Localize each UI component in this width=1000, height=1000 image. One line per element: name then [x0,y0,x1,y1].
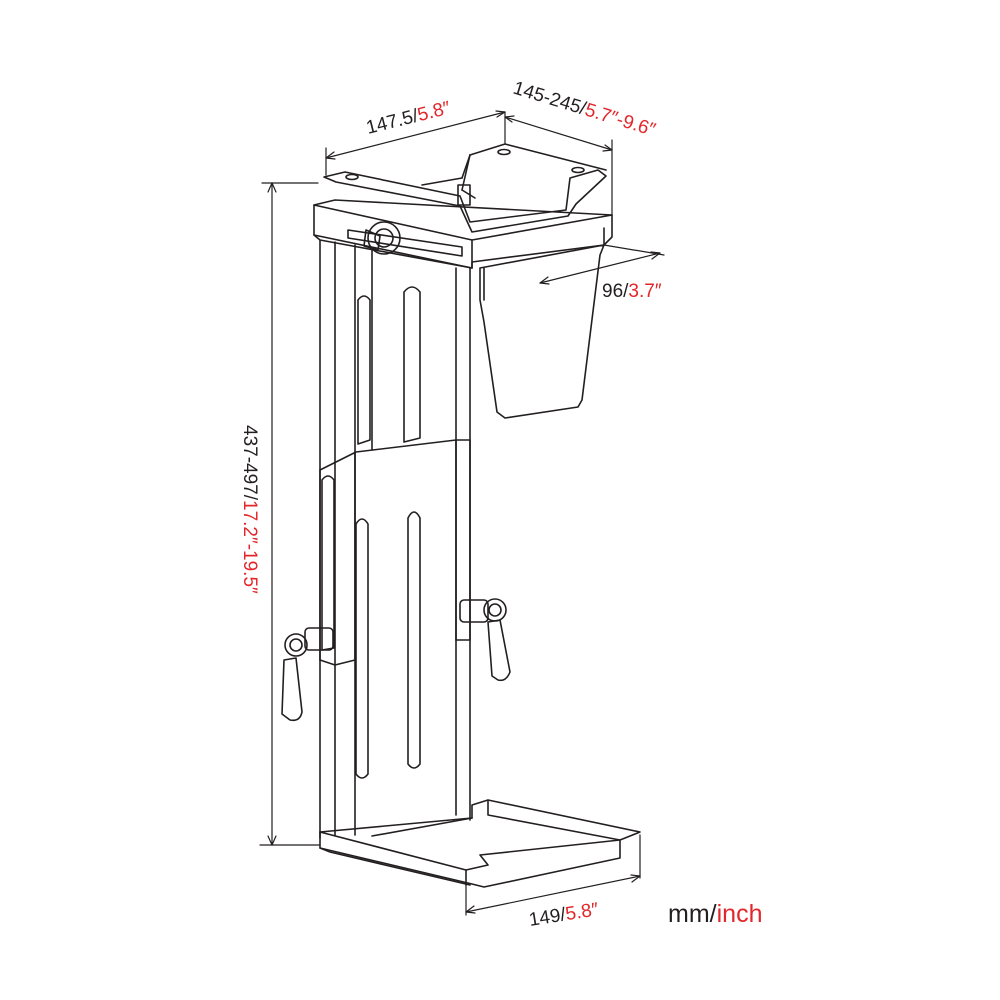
label-bottom-width-metric: 149/ [527,904,568,931]
label-side-depth-imperial: 3.7″ [628,281,661,302]
label-top-depth: 145-245/5.7″-9.6″ [511,78,659,141]
label-bottom-width: 149/5.8″ [527,899,600,931]
units-legend: mm/inch [668,900,762,928]
top-frame [313,199,613,269]
label-height-imperial: 17.2″-19.5″ [239,500,260,594]
right-knob [459,598,511,682]
label-bottom-width-imperial: 5.8″ [564,899,600,925]
label-top-depth-metric: 145-245/ [511,78,590,120]
bottom-base [319,799,641,888]
units-legend-imperial: inch [717,900,763,928]
label-top-width: 147.5/5.8″ [364,98,453,139]
label-height: 437-497/17.2″-19.5″ [239,425,260,594]
left-knob [281,627,334,722]
side-pad [479,244,605,419]
top-clamp-plate [323,143,607,233]
vertical-column [319,239,471,839]
top-knob [363,221,401,255]
label-side-depth: 96/3.7″ [602,281,662,302]
label-height-metric: 437-497/ [239,425,260,501]
units-legend-metric: mm/ [668,900,717,928]
label-top-width-imperial: 5.8″ [415,98,453,126]
dimension-lines [259,110,665,916]
label-top-depth-imperial: 5.7″-9.6″ [582,100,658,141]
label-side-depth-metric: 96/ [602,281,629,302]
label-top-width-metric: 147.5/ [364,106,421,139]
